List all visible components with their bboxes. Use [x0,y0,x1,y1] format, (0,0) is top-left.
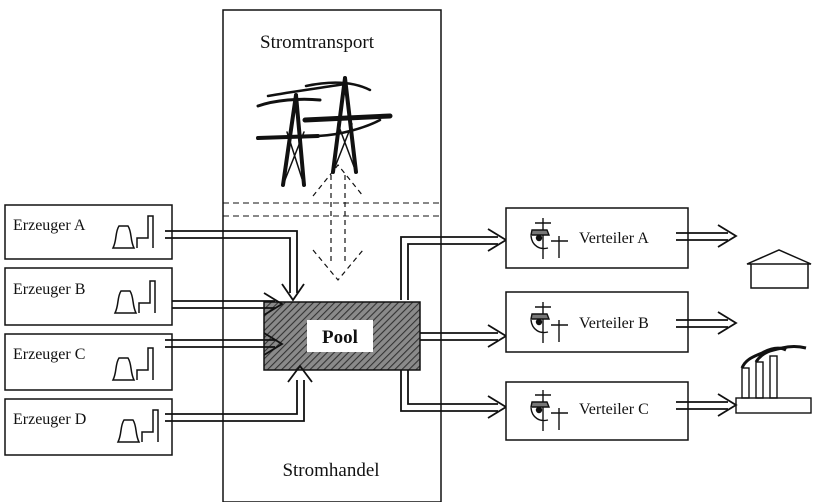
producer-a-label: Erzeuger A [13,217,86,234]
distributor-c-label: Verteiler C [579,401,649,418]
producer-c-label: Erzeuger C [13,346,85,363]
producer-d-label: Erzeuger D [13,411,86,428]
transport-exchange-arrow [313,165,363,280]
distributor-b: Verteiler B [506,292,688,352]
transport-trade-boundary [223,203,441,216]
distributor-c: Verteiler C [506,382,688,440]
pool-label: Pool [322,327,358,348]
pool: Pool [264,302,420,370]
factory-icon [736,347,811,414]
distributor-b-label: Verteiler B [579,315,649,332]
column-bottom-label: Stromhandel [282,460,379,481]
column-top-label: Stromtransport [260,32,375,53]
producer-d: Erzeuger D [5,399,172,455]
distributor-a: Verteiler A [506,208,688,268]
house-icon [747,250,811,288]
producer-b: Erzeuger B [5,268,172,325]
producer-a: Erzeuger A [5,205,172,259]
power-pylon-icon [258,78,390,185]
distributor-a-label: Verteiler A [579,230,649,247]
producer-b-label: Erzeuger B [13,281,85,298]
producer-c: Erzeuger C [5,334,172,390]
